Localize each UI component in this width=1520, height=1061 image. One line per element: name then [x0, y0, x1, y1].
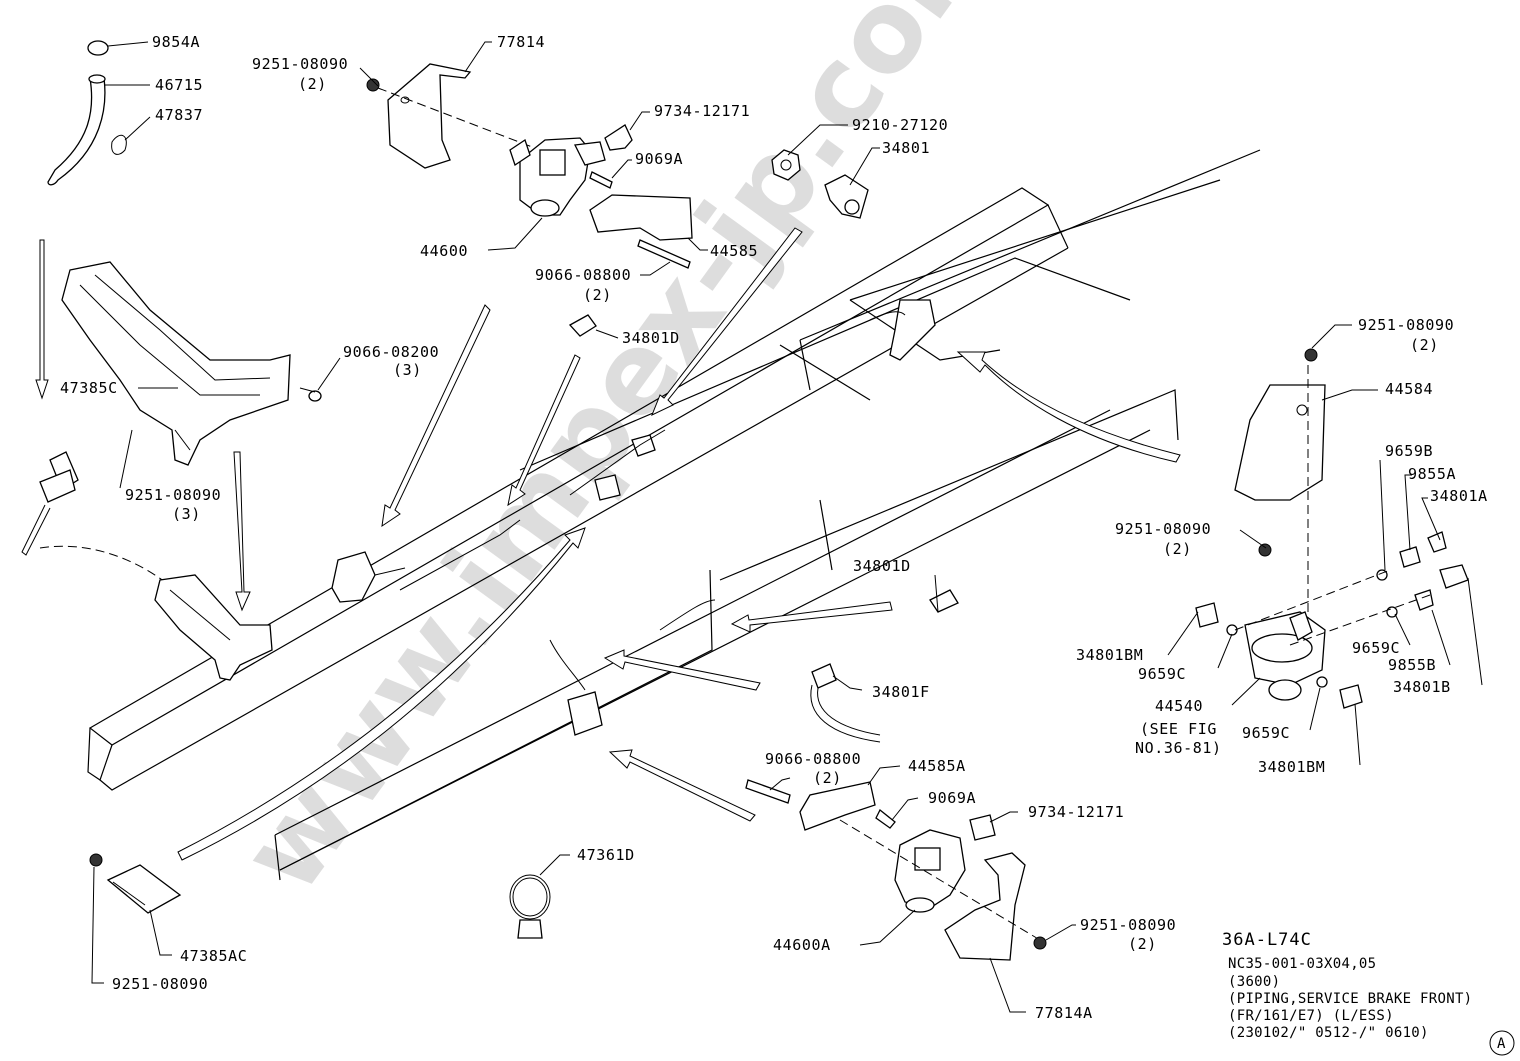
label-9251-08090-top: 9251-08090 — [252, 55, 348, 73]
nut-9251-bottom-right — [1033, 936, 1047, 950]
label-9251-08090-right-mid-qty: (2) — [1163, 540, 1192, 558]
label-9066-08800-bottom-qty: (2) — [813, 769, 842, 787]
label-9251-08090-left: 9251-08090 — [125, 486, 221, 504]
label-34801BM-left: 34801BM — [1076, 646, 1143, 664]
label-47837: 47837 — [155, 106, 203, 124]
label-9659B: 9659B — [1385, 442, 1433, 460]
label-9251-08090-right-top: 9251-08090 — [1358, 316, 1454, 334]
label-34801A: 34801A — [1430, 487, 1488, 505]
label-34801BM-bottom: 34801BM — [1258, 758, 1325, 776]
label-9069A-bottom: 9069A — [928, 789, 976, 807]
cover-47385AC — [89, 853, 182, 914]
bolt-9069A-top — [589, 171, 613, 189]
label-9659C-right: 9659C — [1352, 639, 1400, 657]
bracket-44585 — [589, 194, 693, 269]
fitting-9734-bottom — [969, 814, 996, 841]
label-9251-08090-bottom-right: 9251-08090 — [1080, 916, 1176, 934]
valve-44600A — [894, 829, 966, 913]
label-44585: 44585 — [710, 242, 758, 260]
label-9855B: 9855B — [1388, 656, 1436, 674]
title-line-3: (PIPING,SERVICE BRAKE FRONT) — [1228, 991, 1472, 1007]
fitting-34801 — [824, 174, 869, 219]
bracket-77814A — [839, 819, 1041, 961]
label-47385AC: 47385AC — [180, 947, 247, 965]
label-34801: 34801 — [882, 139, 930, 157]
bracket-44584 — [1234, 365, 1326, 620]
frame-valve-bottom — [549, 599, 716, 736]
label-9251-08090-top-qty: (2) — [298, 75, 327, 93]
label-9066-08800-top: 9066-08800 — [535, 266, 631, 284]
nut-9251-right-mid — [1258, 543, 1272, 557]
hose-assembly-46715 — [47, 40, 127, 186]
label-9251-08090-bottom-left: 9251-08090 — [112, 975, 208, 993]
label-47385C: 47385C — [60, 379, 118, 397]
fitting-34801D-top — [568, 314, 597, 337]
label-44540-ref-line2: NO.36-81) — [1135, 739, 1222, 757]
nut-9251-right-top — [1304, 348, 1318, 362]
title-line-1: NC35-001-03X04,05 — [1228, 956, 1376, 972]
label-44600A: 44600A — [773, 936, 831, 954]
label-9251-08090-right-top-qty: (2) — [1410, 336, 1439, 354]
bracket-47385C — [61, 261, 322, 466]
clamp-47361D — [509, 874, 551, 939]
sensor-wire-left — [21, 451, 176, 591]
label-77814A: 77814A — [1035, 1004, 1093, 1022]
frame-rail — [87, 149, 1261, 881]
label-9659C-left: 9659C — [1138, 665, 1186, 683]
fitting-9734-top — [604, 124, 633, 151]
label-44584: 44584 — [1385, 380, 1433, 398]
part-labels: 9854A 46715 47837 9251-08090 (2) 77814 9… — [60, 33, 1488, 1022]
view-marker: A — [1489, 1030, 1515, 1056]
title-block: 36A-L74C NC35-001-03X04,05 (3600) (PIPIN… — [1222, 930, 1472, 1041]
label-9734-12171-top: 9734-12171 — [654, 102, 750, 120]
label-9066-08800-bottom: 9066-08800 — [765, 750, 861, 768]
label-44600: 44600 — [420, 242, 468, 260]
label-9251-08090-bottom-right-qty: (2) — [1128, 935, 1157, 953]
leader-lines — [91, 41, 1483, 1013]
label-34801D-mid: 34801D — [853, 557, 911, 575]
label-77814: 77814 — [497, 33, 545, 51]
view-marker-letter: A — [1497, 1036, 1506, 1052]
bracket-lower-left — [154, 574, 273, 681]
bracket-44585A — [799, 781, 876, 831]
label-9251-08090-left-qty: (3) — [172, 505, 201, 523]
label-9066-08800-top-qty: (2) — [583, 286, 612, 304]
title-line-2: (3600) — [1228, 974, 1280, 990]
label-34801F: 34801F — [872, 683, 930, 701]
label-46715: 46715 — [155, 76, 203, 94]
frame-clip-mid — [399, 429, 666, 591]
nut-9210 — [771, 149, 801, 181]
nut-9251-top — [366, 78, 380, 92]
bracket-77814 — [377, 63, 541, 169]
label-44540-ref-line1: (SEE FIG — [1140, 720, 1217, 738]
label-9855A: 9855A — [1408, 465, 1456, 483]
label-9066-08200: 9066-08200 — [343, 343, 439, 361]
label-44540: 44540 — [1155, 697, 1203, 715]
bolt-9069A-bottom — [875, 808, 896, 829]
frame-valve-center-top — [869, 299, 936, 361]
valve-44600 — [509, 137, 606, 217]
label-9734-12171-bottom: 9734-12171 — [1028, 803, 1124, 821]
frame-valve-left — [331, 551, 406, 603]
label-9854A: 9854A — [152, 33, 200, 51]
label-9066-08200-qty: (3) — [393, 361, 422, 379]
guide-arrows — [35, 227, 1181, 861]
title-line-4: (FR/161/E7) (L/ESS) — [1228, 1008, 1394, 1024]
fittings-right — [1195, 531, 1469, 709]
label-44585A: 44585A — [908, 757, 966, 775]
fitting-34801D-mid — [929, 589, 959, 613]
label-34801B: 34801B — [1393, 678, 1451, 696]
diagram-code: 36A-L74C — [1222, 930, 1312, 950]
bolt-9066-bottom — [745, 779, 791, 804]
label-9210-27120: 9210-27120 — [852, 116, 948, 134]
label-9659C-bottom: 9659C — [1242, 724, 1290, 742]
label-47361D: 47361D — [577, 846, 635, 864]
label-34801D-top: 34801D — [622, 329, 680, 347]
label-9251-08090-right-mid: 9251-08090 — [1115, 520, 1211, 538]
title-line-5: (230102/" 0512-/" 0610) — [1228, 1025, 1429, 1041]
label-9069A-top: 9069A — [635, 150, 683, 168]
hose-34801F — [810, 663, 881, 743]
relay-valve-44540 — [1244, 611, 1326, 701]
